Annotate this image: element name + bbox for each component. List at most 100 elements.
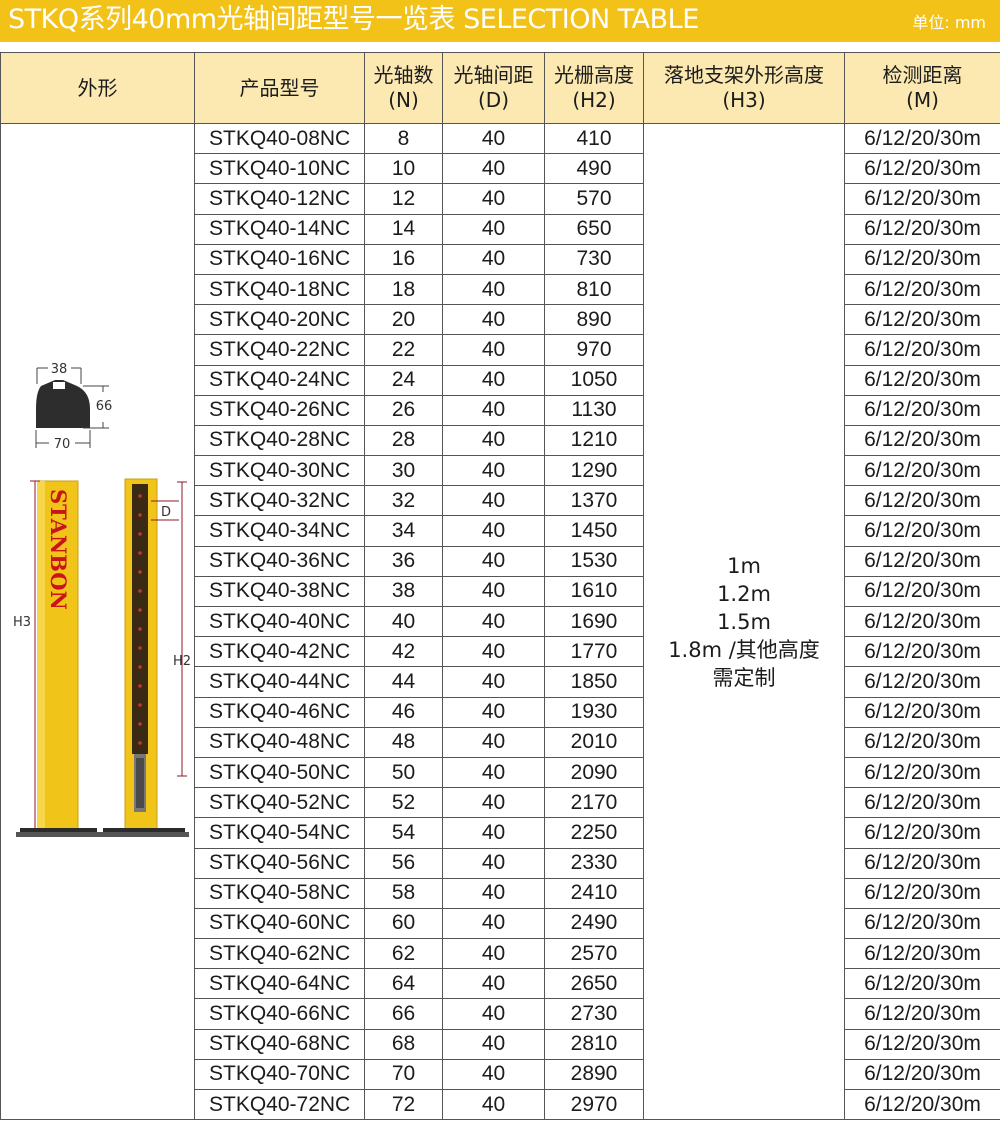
beam-count-cell: 26 — [364, 394, 443, 426]
column-header-spacing: 光轴间距(D) — [442, 52, 545, 124]
detection-range-cell: 6/12/20/30m — [844, 817, 1000, 849]
model-cell: STKQ40-38NC — [194, 575, 365, 608]
grating-height-cell: 2410 — [544, 877, 644, 909]
detection-range-cell: 6/12/20/30m — [844, 1058, 1000, 1091]
grating-height-cell: 970 — [544, 334, 644, 366]
model-cell: STKQ40-72NC — [194, 1088, 365, 1121]
led-dot — [138, 551, 142, 555]
beam-count-cell: 60 — [364, 907, 443, 940]
detection-range-cell: 6/12/20/30m — [844, 787, 1000, 819]
detection-range-cell: 6/12/20/30m — [844, 847, 1000, 879]
spacing-cell: 40 — [442, 605, 545, 638]
beam-count-cell: 72 — [364, 1088, 443, 1121]
detection-range-cell: 6/12/20/30m — [844, 696, 1000, 728]
beam-count-cell: 10 — [364, 153, 443, 185]
model-cell: STKQ40-12NC — [194, 183, 365, 215]
detection-range-cell: 6/12/20/30m — [844, 726, 1000, 758]
column-header-stand-height: 落地支架外形高度(H3) — [643, 52, 845, 124]
detection-range-cell: 6/12/20/30m — [844, 273, 1000, 306]
detection-range-cell: 6/12/20/30m — [844, 1088, 1000, 1121]
stand-height-option: 1.8m /其他高度 — [668, 637, 820, 662]
detection-range-cell: 6/12/20/30m — [844, 907, 1000, 940]
detection-range-cell: 6/12/20/30m — [844, 243, 1000, 275]
detection-range-cell: 6/12/20/30m — [844, 605, 1000, 638]
spacing-cell: 40 — [442, 394, 545, 426]
model-cell: STKQ40-20NC — [194, 304, 365, 336]
front-pole: STANBON — [16, 480, 102, 837]
detection-range-cell: 6/12/20/30m — [844, 636, 1000, 668]
led-dot — [138, 570, 142, 574]
header-row: 外形 产品型号 光轴数(N) 光轴间距(D) 光栅高度(H2) 落地支架外形高度… — [0, 52, 1000, 124]
column-header-shape: 外形 — [0, 52, 195, 124]
model-cell: STKQ40-50NC — [194, 756, 365, 789]
column-header-beams: 光轴数(N) — [364, 52, 443, 124]
model-cell: STKQ40-58NC — [194, 877, 365, 909]
spacing-cell: 40 — [442, 273, 545, 306]
detection-range-cell: 6/12/20/30m — [844, 515, 1000, 547]
detection-range-cell: 6/12/20/30m — [844, 455, 1000, 487]
model-cell: STKQ40-28NC — [194, 424, 365, 457]
column-header-model: 产品型号 — [194, 52, 365, 124]
detection-range-cell: 6/12/20/30m — [844, 877, 1000, 909]
spacing-cell: 40 — [442, 122, 545, 155]
grating-height-cell: 2730 — [544, 998, 644, 1030]
beam-count-cell: 54 — [364, 817, 443, 849]
detection-range-cell: 6/12/20/30m — [844, 424, 1000, 457]
model-cell: STKQ40-34NC — [194, 515, 365, 547]
model-cell: STKQ40-64NC — [194, 968, 365, 1000]
beam-count-cell: 50 — [364, 756, 443, 789]
model-cell: STKQ40-62NC — [194, 938, 365, 970]
detection-range-cell: 6/12/20/30m — [844, 334, 1000, 366]
spacing-cell: 40 — [442, 243, 545, 275]
model-cell: STKQ40-08NC — [194, 122, 365, 155]
detection-range-cell: 6/12/20/30m — [844, 304, 1000, 336]
beam-count-cell: 68 — [364, 1028, 443, 1060]
page-title: STKQ系列40mm光轴间距型号一览表 SELECTION TABLE — [8, 4, 699, 35]
grating-height-cell: 1850 — [544, 666, 644, 698]
top-view-shape — [36, 380, 90, 428]
led-dots — [138, 494, 142, 745]
stand-height-option: 1m — [727, 553, 761, 578]
led-dot — [138, 722, 142, 726]
model-cell: STKQ40-18NC — [194, 273, 365, 306]
led-dot — [138, 532, 142, 536]
led-dot — [138, 627, 142, 631]
grating-height-cell: 2090 — [544, 756, 644, 789]
model-cell: STKQ40-26NC — [194, 394, 365, 426]
beam-count-cell: 20 — [364, 304, 443, 336]
grating-height-cell: 1770 — [544, 636, 644, 668]
detection-range-cell: 6/12/20/30m — [844, 213, 1000, 245]
led-dot — [138, 703, 142, 707]
grating-height-cell: 2010 — [544, 726, 644, 758]
beam-count-cell: 28 — [364, 424, 443, 457]
detection-range-cell: 6/12/20/30m — [844, 1028, 1000, 1060]
grating-height-cell: 1690 — [544, 605, 644, 638]
spacing-cell: 40 — [442, 756, 545, 789]
spacing-cell: 40 — [442, 666, 545, 698]
spacing-cell: 40 — [442, 364, 545, 396]
selection-table: 外形 产品型号 光轴数(N) 光轴间距(D) 光栅高度(H2) 落地支架外形高度… — [0, 52, 1000, 1121]
stand-height-option: 1.2m — [717, 581, 771, 606]
grating-height-cell: 1370 — [544, 485, 644, 517]
spacing-cell: 40 — [442, 847, 545, 879]
unit-label: 单位: mm — [912, 13, 986, 32]
spacing-cell: 40 — [442, 1028, 545, 1060]
title-bar: STKQ系列40mm光轴间距型号一览表 SELECTION TABLE 单位: … — [0, 0, 1000, 42]
